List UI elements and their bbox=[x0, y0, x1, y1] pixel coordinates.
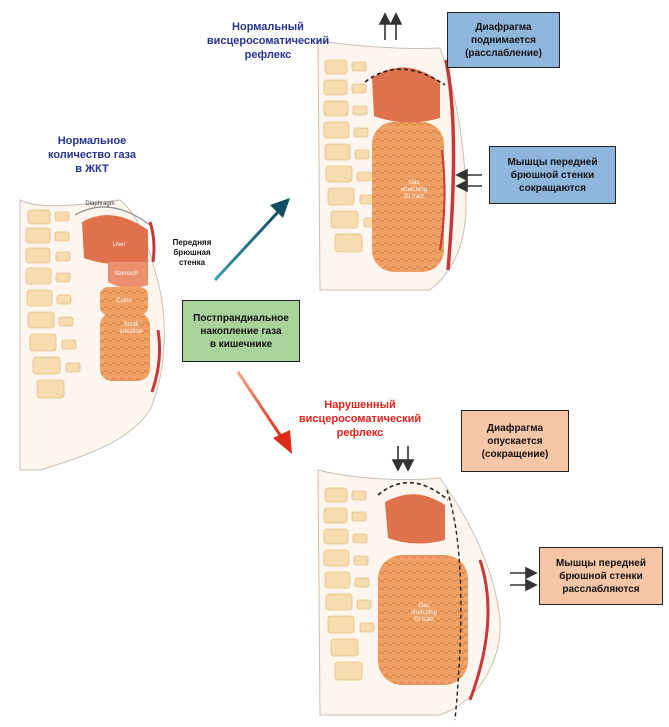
organ-label-gas-top: Gas stretching GI tract bbox=[392, 180, 436, 201]
organ-label-colon: Colon bbox=[110, 298, 138, 305]
diaphragm-down-box: Диафрагма опускается (сокращение) bbox=[461, 410, 569, 472]
bottom-right-arrows bbox=[510, 568, 536, 590]
normal-reflex-label: Нормальный висцеросоматический рефлекс bbox=[188, 20, 348, 62]
organ-label-small-intestine: Small intestine bbox=[114, 322, 148, 336]
impaired-reflex-label: Нарушенный висцеросоматический рефлекс bbox=[280, 398, 440, 440]
muscles-relax-box: Мышцы передней брюшной стенки расслабляю… bbox=[539, 547, 663, 605]
organ-label-stomach: Stomach bbox=[108, 271, 144, 278]
normal-gas-label: Нормальное количество газа в ЖКТ bbox=[32, 134, 152, 176]
organ-label-liver: Liver bbox=[104, 242, 134, 249]
top-up-arrows bbox=[380, 14, 401, 40]
top-liver bbox=[372, 67, 440, 122]
bottom-liver bbox=[385, 494, 445, 543]
organ-label-diaphragm: Diaphragm bbox=[80, 201, 120, 208]
muscles-contract-box: Мышцы передней брюшной стенки сокращаютс… bbox=[489, 146, 616, 204]
diaphragm-up-box: Диафрагма поднимается (расслабление) bbox=[447, 12, 560, 68]
postprandial-box: Постпрандиальное накопление газа в кишеч… bbox=[182, 300, 300, 362]
organ-label-gas-bottom: Gas stretching GI tract bbox=[402, 603, 446, 624]
bottom-body-figure bbox=[318, 446, 536, 720]
arrow-to-normal-reflex bbox=[215, 198, 290, 280]
bottom-down-arrows bbox=[393, 446, 413, 470]
front-wall-label: Передняя брюшная стенка bbox=[164, 238, 220, 268]
